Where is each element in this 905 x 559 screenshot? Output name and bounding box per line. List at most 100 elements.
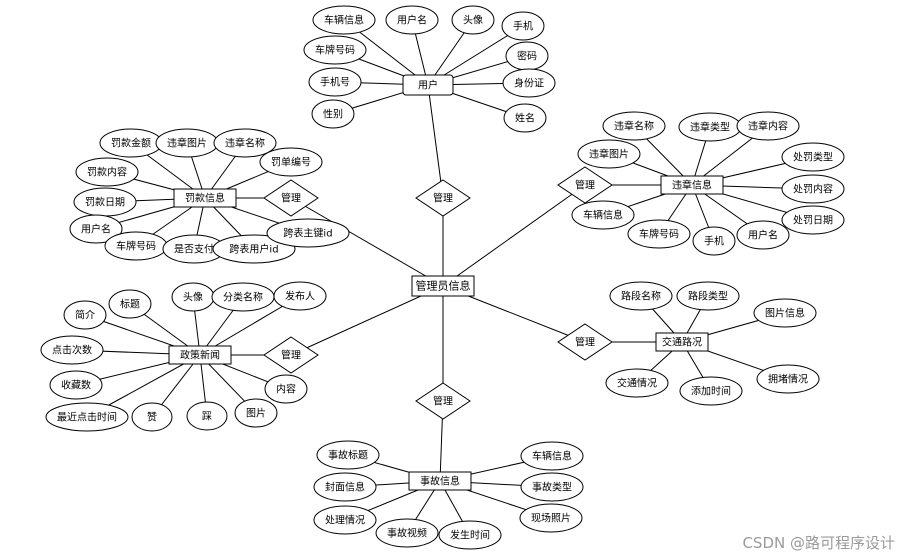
relation-label: 管理 — [433, 395, 453, 408]
attribute-ellipse — [213, 128, 277, 158]
relation-edge — [290, 197, 444, 287]
attribute-ellipse — [519, 503, 583, 533]
attribute-label: 用户名 — [748, 229, 778, 242]
relation-diamond — [263, 179, 319, 217]
attribute-fine: 违章图片 — [155, 128, 219, 158]
attribute-label: 交通情况 — [617, 377, 657, 390]
attribute-label: 罚款金额 — [111, 137, 151, 150]
attribute-ellipse — [313, 472, 377, 502]
attribute-violation: 违章类型 — [678, 112, 742, 142]
attribute-accident: 车辆信息 — [520, 441, 584, 471]
relation-label: 管理 — [575, 179, 595, 192]
attribute-policy: 点击次数 — [40, 335, 104, 365]
attribute-ellipse — [49, 370, 103, 400]
attribute-accident: 事故标题 — [316, 440, 380, 470]
relation-diamond — [263, 336, 319, 374]
attribute-ellipse — [753, 298, 817, 328]
relation-label: 管理 — [281, 192, 301, 205]
attribute-label: 简介 — [75, 309, 95, 322]
attribute-label: 是否支付 — [174, 243, 214, 256]
attribute-user: 车辆信息 — [312, 5, 376, 35]
attribute-violation: 处罚日期 — [781, 205, 845, 235]
entity-label: 政策新闻 — [180, 349, 220, 362]
attribute-label: 头像 — [183, 292, 203, 304]
attribute-label: 处罚日期 — [793, 215, 833, 227]
attribute-user: 性别 — [311, 99, 355, 129]
entity-fine: 罚款信息 — [173, 188, 237, 208]
attribute-ellipse — [259, 147, 323, 177]
attribute-label: 车辆信息 — [583, 209, 623, 222]
relation-edge — [442, 184, 586, 287]
attribute-label: 路段类型 — [688, 290, 728, 303]
entity-box — [655, 332, 709, 352]
entity-box — [402, 74, 454, 96]
attribute-ellipse — [756, 364, 820, 394]
attribute-ellipse — [502, 68, 556, 98]
attribute-ellipse — [736, 111, 800, 141]
attribute-label: 收藏数 — [61, 379, 91, 392]
entity-user: 用户 — [402, 74, 454, 96]
attribute-accident: 处理情况 — [313, 505, 377, 535]
attribute-ellipse — [131, 402, 173, 432]
attribute-ellipse — [781, 142, 845, 172]
entity-label: 交通路况 — [662, 336, 702, 349]
relation-diamond — [415, 382, 471, 420]
entity-box — [173, 188, 237, 208]
attribute-policy: 简介 — [63, 300, 107, 330]
attribute-ellipse — [781, 205, 845, 235]
entity-box — [660, 175, 724, 195]
attribute-label: 最近点击时间 — [57, 411, 117, 424]
attribute-ellipse — [212, 234, 296, 264]
attribute-accident: 现场照片 — [519, 503, 583, 533]
attribute-label: 车牌号码 — [315, 44, 355, 57]
attribute-user: 密码 — [505, 41, 549, 71]
attribute-user: 头像 — [451, 5, 495, 35]
attribute-policy: 踩 — [186, 401, 228, 431]
attribute-ellipse — [676, 281, 740, 311]
attribute-label: 车牌号码 — [116, 240, 156, 253]
attribute-fine: 车牌号码 — [104, 231, 168, 261]
attribute-ellipse — [45, 402, 129, 432]
attribute-policy: 图片 — [234, 398, 278, 428]
attribute-ellipse — [451, 5, 495, 35]
entity-label: 事故信息 — [420, 475, 460, 488]
attribute-ellipse — [736, 220, 790, 250]
relation-fine: 管理 — [263, 179, 319, 217]
entity-label: 违章信息 — [672, 179, 712, 192]
attribute-traffic: 图片信息 — [753, 298, 817, 328]
node-layer: 管理员信息管理用户车辆信息用户名头像手机车牌号码密码手机号身份证性别姓名管理罚款… — [40, 5, 845, 550]
attribute-policy: 标题 — [108, 289, 152, 319]
attribute-traffic: 路段类型 — [676, 281, 740, 311]
relation-label: 管理 — [433, 192, 453, 205]
attribute-accident: 封面信息 — [313, 472, 377, 502]
attribute-label: 性别 — [323, 108, 343, 121]
attribute-ellipse — [311, 99, 355, 129]
attribute-traffic: 路段名称 — [609, 281, 673, 311]
attribute-ellipse — [679, 376, 743, 406]
attribute-label: 违章类型 — [690, 121, 730, 134]
attribute-fine: 罚单编号 — [259, 147, 323, 177]
attribute-ellipse — [186, 401, 228, 431]
attribute-ellipse — [308, 67, 362, 97]
attribute-ellipse — [375, 518, 439, 548]
attribute-fine: 是否支付 — [162, 234, 226, 264]
attribute-ellipse — [385, 5, 439, 35]
attribute-fine: 罚款内容 — [75, 157, 139, 187]
attribute-label: 跨表用户id — [229, 243, 278, 256]
attribute-ellipse — [571, 200, 635, 230]
attribute-accident: 事故视频 — [375, 518, 439, 548]
attribute-violation: 违章名称 — [602, 111, 666, 141]
entity-traffic: 交通路况 — [655, 332, 709, 352]
relation-violation: 管理 — [557, 166, 613, 204]
attribute-ellipse — [781, 174, 845, 204]
attribute-violation: 违章内容 — [736, 111, 800, 141]
attribute-label: 违章内容 — [748, 120, 788, 133]
attribute-label: 手机 — [704, 235, 724, 248]
attribute-ellipse — [692, 226, 736, 256]
attribute-fine: 跨表主键id — [266, 218, 350, 248]
attribute-policy: 头像 — [171, 282, 215, 312]
watermark: CSDN @路可程序设计 — [742, 534, 895, 552]
attribute-policy: 分类名称 — [211, 282, 275, 312]
attribute-label: 跨表主键id — [283, 227, 332, 240]
